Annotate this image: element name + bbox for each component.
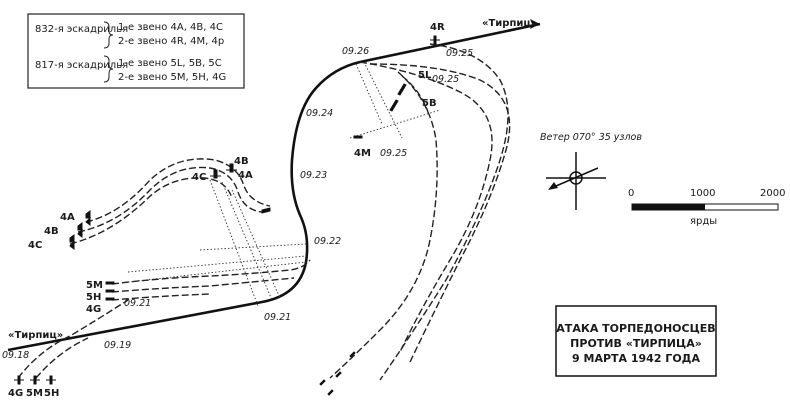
label-5m: 5M (86, 280, 103, 291)
time-0925-low: 09.25 (380, 148, 407, 159)
plane-icon (14, 375, 24, 385)
aircraft-tracks (17, 43, 511, 381)
plane-icon (349, 351, 356, 358)
time-0924: 09.24 (306, 108, 333, 119)
title-line-3: 9 МАРТА 1942 ГОДА (572, 352, 700, 365)
scale-tick-2000: 2000 (760, 188, 785, 199)
plane-icon (261, 207, 271, 214)
time-0922: 09.22 (314, 236, 341, 247)
label-5h-bottom: 5H (44, 388, 59, 399)
time-0918: 09.18 (2, 350, 29, 361)
time-0925-mid: 09.25 (432, 74, 459, 85)
label-4r: 4R (430, 22, 445, 33)
scale-tick-1000: 1000 (690, 188, 715, 199)
plane-icon (319, 379, 326, 386)
label-4g: 4G (86, 304, 101, 315)
time-0921-bottom: 09.21 (264, 312, 291, 323)
plane-icon (327, 389, 334, 396)
label-4c-left: 4С (28, 240, 42, 251)
plane-icon (397, 83, 407, 96)
plane-icon (430, 35, 440, 45)
plane-icon (210, 169, 221, 179)
plane-icon (389, 99, 399, 112)
plane-icon (30, 375, 40, 385)
plane-icon (85, 210, 92, 226)
ship-label-start: «Тирпиц» (8, 330, 63, 341)
legend-832-flight-1: 1-е звено 4А, 4В, 4С (118, 22, 223, 33)
scale-unit: ярды (690, 216, 717, 227)
plane-icon (77, 222, 84, 238)
label-5l: 5L (418, 70, 432, 81)
wind-indicator: Ветер 070° 35 узлов (540, 132, 642, 210)
legend-817-flight-2: 2-е звено 5M, 5H, 4G (118, 72, 226, 83)
label-4b-left: 4В (44, 226, 59, 237)
time-0925-top: 09.25 (446, 48, 473, 59)
aircraft-markers (14, 35, 440, 396)
wind-label: Ветер 070° 35 узлов (540, 132, 642, 143)
title-line-1: АТАКА ТОРПЕДОНОСЦЕВ (556, 322, 715, 335)
plane-icon (105, 289, 115, 293)
plane-icon (105, 297, 115, 301)
time-0923: 09.23 (300, 170, 327, 181)
time-0919: 09.19 (104, 340, 131, 351)
label-4a-top: 4А (238, 170, 253, 181)
label-4g-bottom: 4G (8, 388, 23, 399)
plane-icon (353, 135, 363, 139)
legend-squadron-817: 817-я эскадрилья (35, 60, 128, 71)
label-4b-top: 4В (234, 156, 249, 167)
legend-squadron-832: 832-я эскадрилья (35, 24, 128, 35)
plane-icon (335, 371, 342, 378)
label-4m: 4M (354, 148, 371, 159)
plane-icon (46, 375, 56, 385)
label-5h: 5H (86, 292, 101, 303)
label-4c-top: 4С (192, 172, 206, 183)
plane-icon (69, 234, 76, 250)
time-0926: 09.26 (342, 46, 369, 57)
title-line-2: ПРОТИВ «ТИРПИЦА» (570, 337, 702, 350)
plane-icon (226, 163, 237, 173)
wind-arrow-icon (548, 182, 558, 190)
plane-icon (105, 281, 115, 285)
legend-832-flight-2: 2-е звено 4R, 4M, 4р (118, 36, 224, 47)
scale-tick-0: 0 (628, 188, 634, 199)
torpedo-lines (127, 61, 441, 307)
title-box: АТАКА ТОРПЕДОНОСЦЕВ ПРОТИВ «ТИРПИЦА» 9 М… (555, 305, 717, 377)
ship-label-end: «Тирпиц» (482, 18, 537, 29)
legend-box: 832-я эскадрилья 1-е звено 4А, 4В, 4С 2-… (27, 13, 245, 89)
legend-817-flight-1: 1-е звено 5L, 5В, 5С (118, 58, 222, 69)
label-5b: 5B (422, 98, 437, 109)
label-4a-left: 4А (60, 212, 75, 223)
scale-bar: 0 1000 2000 ярды (628, 188, 785, 227)
label-5m-bottom: 5M (26, 388, 43, 399)
time-0921-left: 09.21 (124, 298, 151, 309)
tirpitz-track (7, 19, 541, 352)
